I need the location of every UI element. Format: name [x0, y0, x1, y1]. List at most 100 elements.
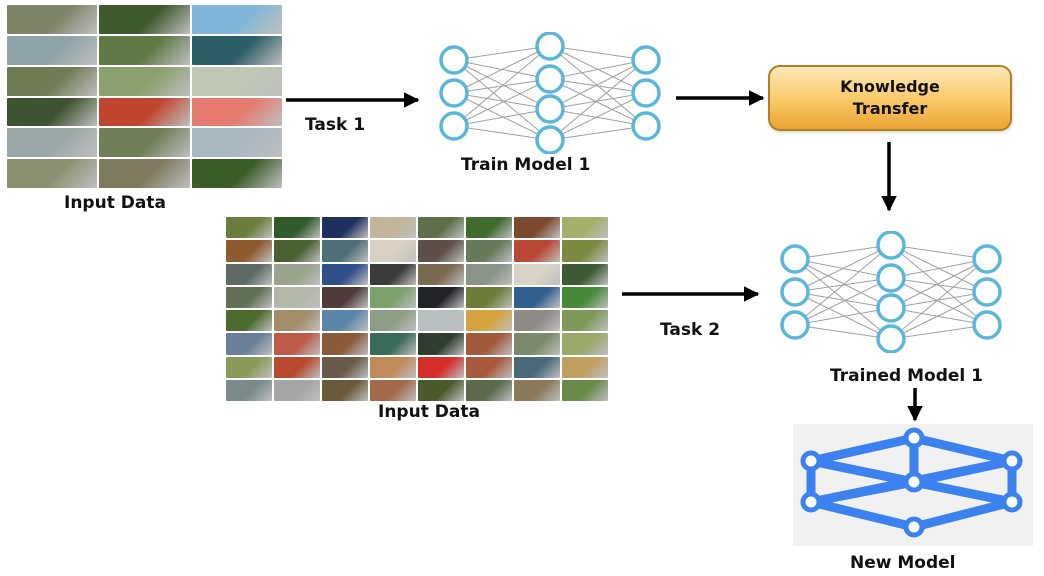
bird-photo-tile — [466, 286, 512, 308]
network-edge — [794, 258, 892, 309]
network-node — [439, 78, 469, 108]
network-node — [972, 277, 1002, 307]
bird-photo-tile — [322, 310, 368, 332]
bird-photo-tile — [191, 128, 282, 158]
network-edge — [549, 92, 647, 141]
bird-photo-tile — [7, 159, 98, 188]
bird-photo-tile — [514, 240, 560, 262]
network-node — [535, 125, 565, 154]
network-edge — [453, 59, 551, 141]
network-edge — [794, 244, 892, 293]
bird-photo-tile — [322, 333, 368, 355]
network-edge — [794, 244, 892, 326]
bird-photo-tile — [99, 128, 190, 158]
bird-photo-tile — [99, 159, 190, 188]
task1-label: Task 1 — [305, 115, 366, 135]
network-edge — [890, 291, 988, 309]
bird-photo-tile — [99, 66, 190, 96]
bird-photo-tile — [370, 379, 416, 401]
bird-photo-tile — [226, 356, 272, 378]
network-edge — [890, 307, 988, 326]
bird-photo-tile — [226, 286, 272, 308]
network-node — [876, 231, 906, 260]
network-node — [780, 310, 810, 340]
bird-photo-tile — [514, 310, 560, 332]
bird-photo-tile — [514, 263, 560, 285]
bird-photo-tile — [274, 356, 320, 378]
network-edge — [453, 92, 551, 141]
input-data-1-label: Input Data — [64, 193, 166, 213]
network-edge — [794, 291, 892, 309]
bird-photo-tile — [7, 128, 98, 158]
bird-photo-tile — [466, 310, 512, 332]
bird-photo-tile — [274, 310, 320, 332]
bird-photo-tile — [191, 159, 282, 188]
network-node — [535, 32, 565, 61]
bird-photo-tile — [226, 240, 272, 262]
network-edge — [890, 258, 988, 279]
network-edge — [794, 291, 892, 340]
bird-photo-tile — [418, 263, 464, 285]
trained-model-1-label: Trained Model 1 — [830, 366, 983, 386]
network-edge — [890, 258, 988, 340]
network-node — [780, 244, 810, 274]
train-model-1-network-icon — [439, 32, 661, 154]
bird-photo-tile — [322, 217, 368, 239]
bird-photo-tile — [370, 217, 416, 239]
bird-photo-tile — [418, 217, 464, 239]
bird-photo-tile — [191, 5, 282, 34]
network-edge — [890, 258, 988, 309]
bird-photo-tile — [322, 356, 368, 378]
bird-photo-tile — [7, 66, 98, 96]
network-edge — [549, 92, 647, 110]
input-data-2-image-grid — [226, 217, 608, 401]
knowledge-transfer-line1: Knowledge — [840, 77, 940, 96]
network-edge — [890, 244, 988, 260]
bird-photo-tile — [226, 333, 272, 355]
bird-photo-tile — [274, 379, 320, 401]
network-edge — [453, 78, 551, 127]
bird-photo-tile — [99, 97, 190, 127]
bird-photo-tile — [274, 286, 320, 308]
bird-photo-tile — [7, 97, 98, 127]
network-edge — [549, 45, 647, 61]
bird-photo-tile — [466, 217, 512, 239]
bird-photo-tile — [466, 263, 512, 285]
network-edge — [453, 59, 551, 110]
bird-photo-tile — [514, 379, 560, 401]
bird-photo-tile — [191, 66, 282, 96]
network-edge — [453, 92, 551, 110]
bird-photo-tile — [274, 217, 320, 239]
network-edge — [549, 78, 647, 94]
bird-photo-tile — [514, 217, 560, 239]
bird-photo-tile — [418, 240, 464, 262]
network-node — [535, 64, 565, 94]
network-edge — [453, 45, 551, 61]
bird-photo-tile — [274, 263, 320, 285]
network-edge — [890, 324, 988, 340]
network-node — [631, 45, 661, 75]
bird-photo-tile — [514, 356, 560, 378]
network-node — [535, 94, 565, 124]
network-edge — [549, 59, 647, 141]
bird-photo-tile — [99, 5, 190, 34]
bird-photo-tile — [370, 356, 416, 378]
bird-photo-tile — [466, 240, 512, 262]
bird-photo-tile — [226, 379, 272, 401]
network-edge — [794, 277, 892, 326]
bird-photo-tile — [191, 97, 282, 127]
knowledge-transfer-box: Knowledge Transfer — [768, 65, 1012, 131]
network-node — [972, 310, 1002, 340]
bird-photo-tile — [274, 240, 320, 262]
bird-photo-tile — [514, 333, 560, 355]
network-edge — [549, 59, 647, 110]
bird-photo-tile — [7, 5, 98, 34]
bird-photo-tile — [418, 333, 464, 355]
bird-photo-tile — [514, 286, 560, 308]
bird-photo-tile — [466, 379, 512, 401]
bird-photo-tile — [466, 356, 512, 378]
network-node — [876, 324, 906, 353]
network-edge — [794, 324, 892, 340]
network-edge — [890, 277, 988, 326]
